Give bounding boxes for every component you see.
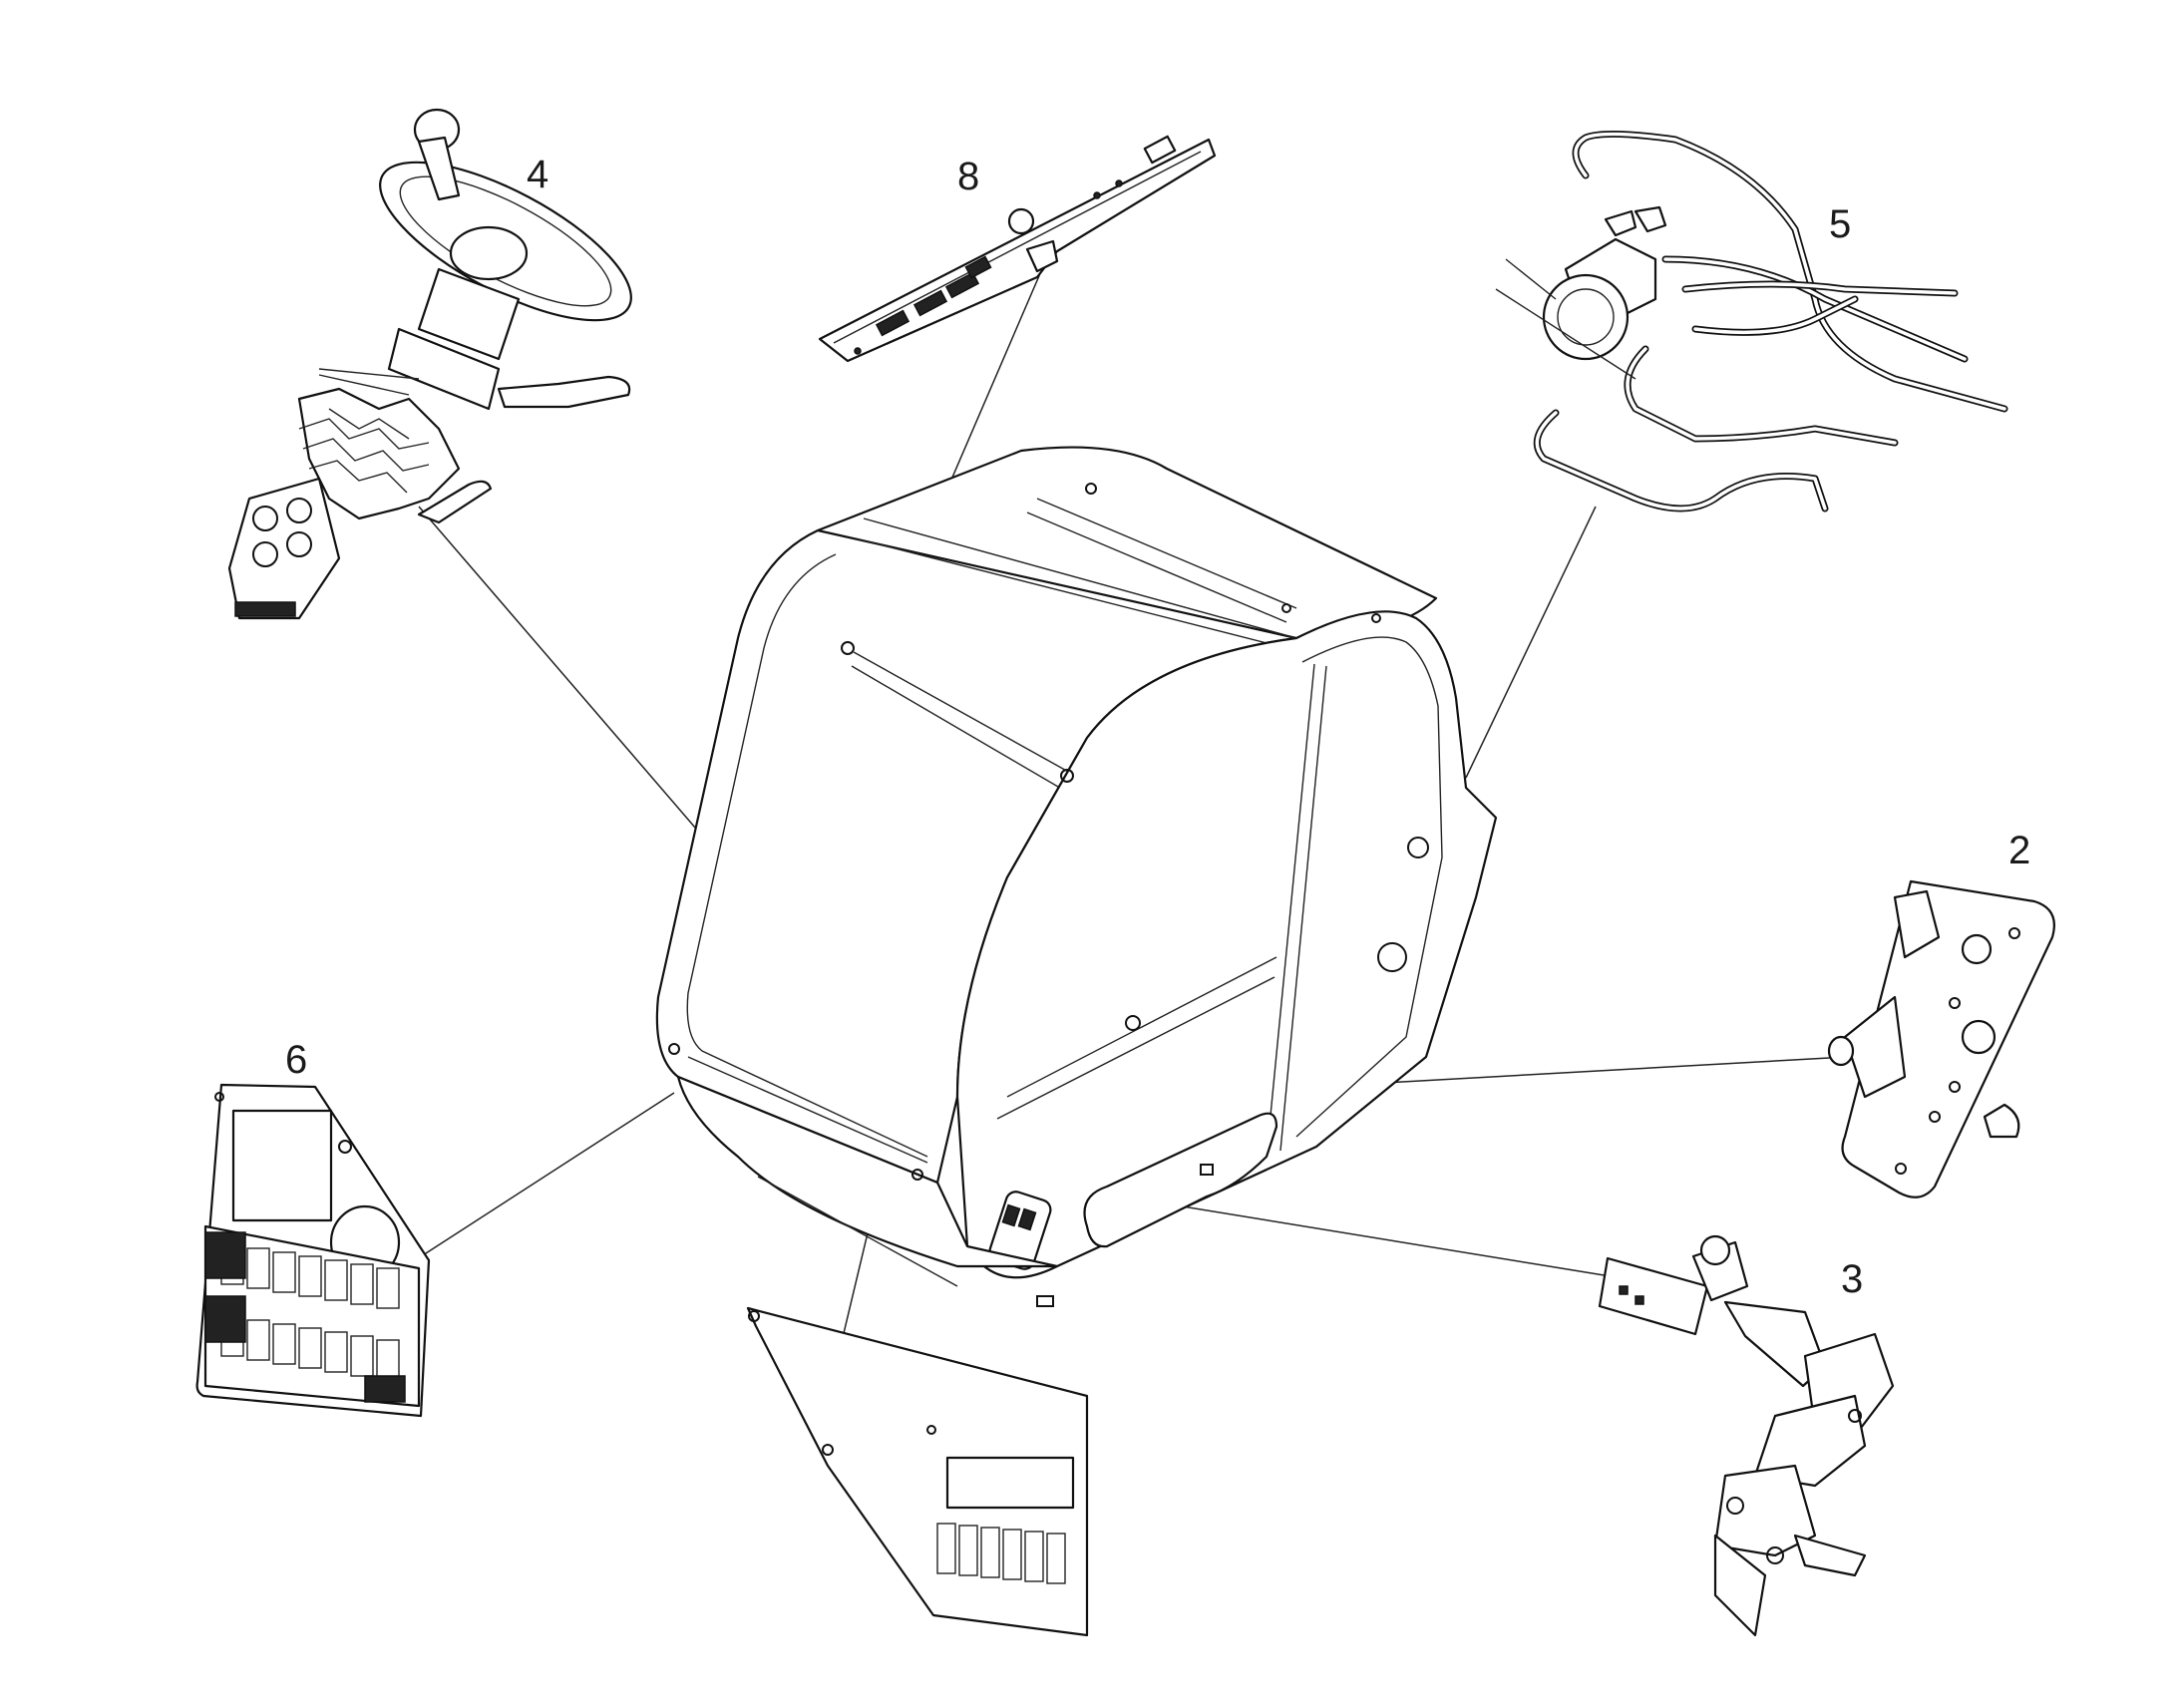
leader-line-5 [1465,506,1597,779]
callout-3: 3 [1841,1257,1863,1301]
switch-row [936,1523,1066,1584]
operator-cab [655,446,1498,1307]
roof-switch-panel [818,135,1217,363]
joystick-assembly [1598,1234,1895,1637]
callout-5: 5 [1829,202,1851,246]
leader-line-6 [408,1092,675,1265]
pedal-plate-assembly [1827,879,2055,1198]
hydraulic-hose-assembly [1495,130,2008,512]
callout-8: 8 [957,155,979,198]
fuse-grid [220,1243,400,1381]
dashboard-fuse-panel [195,1083,431,1418]
callout-4: 4 [527,153,548,196]
steering-column-assembly [227,108,632,620]
callout-2: 2 [2008,829,2030,872]
callout-6: 6 [285,1038,307,1082]
lower-switch-panel [746,1306,1089,1637]
